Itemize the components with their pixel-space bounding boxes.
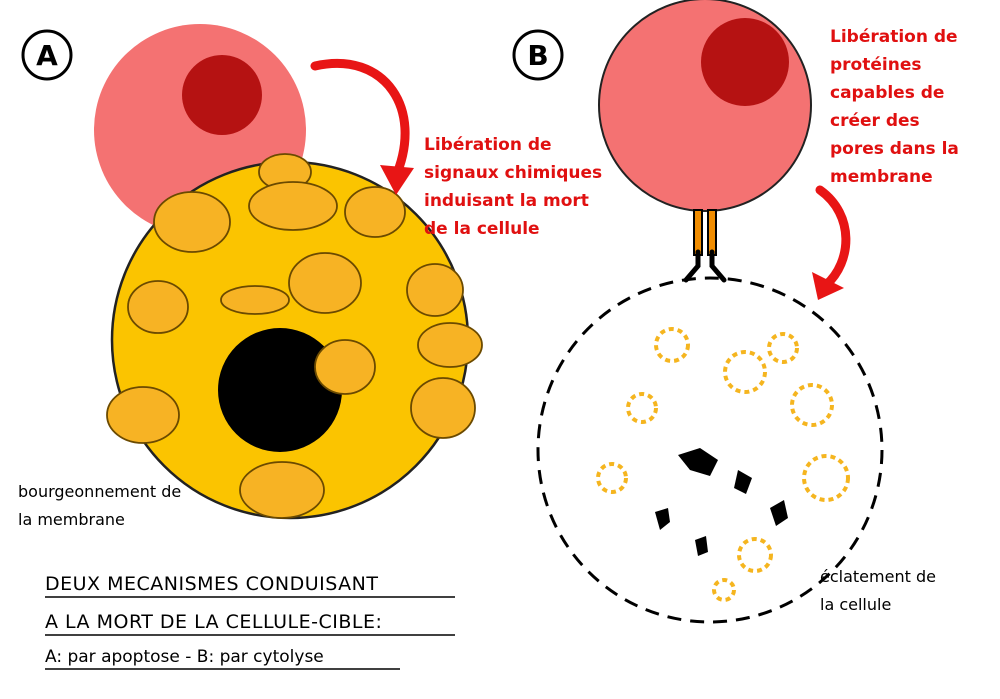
budding-label-line: bourgeonnement de — [18, 482, 181, 501]
signal-label-line: signaux chimiques — [424, 163, 602, 183]
receptor-fork — [709, 249, 727, 283]
signal-label-line: induisant la mort — [424, 191, 589, 211]
signal-label-line: Libération de — [424, 135, 552, 155]
signal-label-line: de la cellule — [424, 219, 540, 239]
fragment — [712, 578, 736, 602]
fragment — [596, 462, 628, 494]
receptor-stalk — [707, 209, 717, 256]
bleb — [106, 386, 180, 444]
nucleus-fragment — [678, 448, 718, 476]
fragment — [737, 537, 773, 573]
bleb — [410, 377, 476, 439]
budding-label: bourgeonnement de la membrane — [18, 482, 186, 529]
bleb — [248, 181, 338, 231]
bleb — [220, 285, 290, 315]
fragment — [723, 350, 767, 394]
nucleus-fragment — [770, 500, 788, 526]
nucleus-fragments — [655, 448, 788, 556]
nucleus-fragment — [695, 536, 708, 556]
fragment — [654, 327, 690, 363]
signal-arrow-a — [310, 58, 410, 183]
cell-fragments — [596, 327, 850, 602]
caption: DEUX MECANISMES CONDUISANT A LA MORT DE … — [45, 573, 455, 670]
protein-label-line: créer des — [830, 111, 920, 131]
target-nucleus-a — [218, 328, 342, 452]
caption-line-3: A: par apoptose - B: par cytolyse — [45, 647, 324, 667]
fragment — [767, 332, 799, 364]
panel-b: B — [512, 0, 965, 624]
nucleus-fragment — [734, 470, 752, 494]
bleb — [127, 280, 189, 334]
bleb — [153, 191, 231, 253]
bleb — [314, 339, 376, 395]
receptor — [683, 209, 727, 283]
panel-a-badge — [21, 29, 73, 81]
panel-b-badge — [512, 29, 564, 81]
bleb — [239, 461, 325, 519]
protein-label-line: protéines — [830, 55, 921, 75]
protein-arrow-b — [815, 185, 851, 290]
signal-label: Libération de signaux chimiques induisan… — [424, 135, 608, 239]
fragment — [802, 454, 850, 502]
protein-label-line: capables de — [830, 83, 944, 103]
bleb — [417, 322, 483, 368]
bleb — [406, 263, 464, 317]
panel-a-letter: A — [36, 39, 58, 72]
burst-label: éclatement de la cellule — [820, 567, 941, 614]
protein-label-line: Libération de — [830, 27, 958, 47]
caption-line-1: DEUX MECANISMES CONDUISANT — [45, 573, 378, 595]
killer-nucleus-b — [701, 18, 789, 106]
burst-label-line: la cellule — [820, 595, 891, 614]
fragment — [626, 392, 658, 424]
protein-label-line: membrane — [830, 167, 933, 187]
bleb — [344, 186, 406, 238]
burst-label-line: éclatement de — [820, 567, 936, 586]
receptor-fork — [683, 249, 701, 283]
protein-arrowhead-b — [812, 272, 844, 300]
membrane-blebs — [106, 153, 483, 519]
killer-nucleus-a — [182, 55, 262, 135]
protein-label-line: pores dans la — [830, 139, 959, 159]
panel-b-letter: B — [527, 39, 548, 72]
fragment — [790, 383, 834, 427]
receptor-stalk — [693, 209, 703, 256]
burst-target-cell — [536, 276, 884, 624]
nucleus-fragment — [655, 508, 670, 530]
budding-label-line: la membrane — [18, 510, 125, 529]
killer-cell-b — [598, 0, 812, 212]
bleb — [288, 252, 362, 314]
protein-label: Libération de protéines capables de crée… — [830, 27, 965, 187]
signal-arrowhead-a — [380, 165, 414, 195]
caption-line-2: A LA MORT DE LA CELLULE-CIBLE: — [45, 611, 382, 633]
panel-a: A Libération de si — [18, 24, 608, 529]
